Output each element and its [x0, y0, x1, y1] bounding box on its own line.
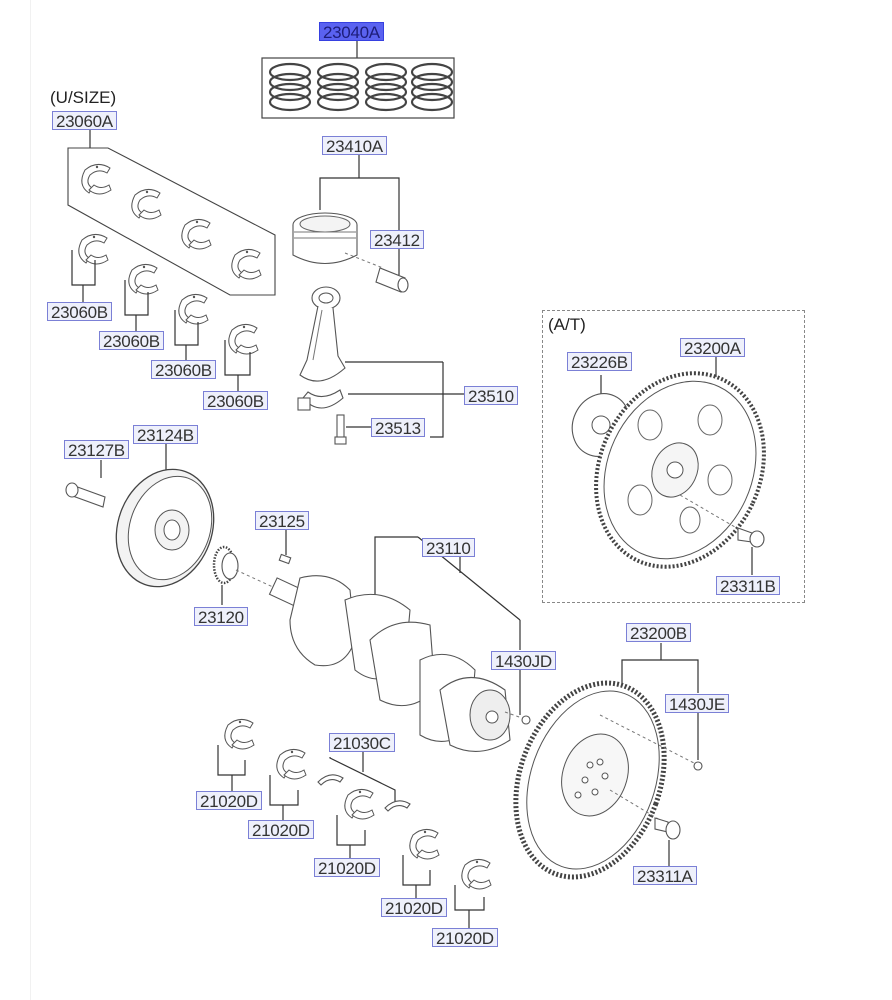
part-label-bearing-set-usize[interactable]: 23060A: [52, 111, 117, 131]
part-label-rod-bolt[interactable]: 23513: [371, 418, 425, 438]
part-label-bearing-b2[interactable]: 23060B: [99, 331, 164, 351]
part-label-crank-key[interactable]: 23125: [255, 511, 309, 531]
part-label-bearing-b3[interactable]: 23060B: [151, 360, 216, 380]
part-label-damper-pulley[interactable]: 23124B: [133, 425, 198, 445]
bearing-shell: [276, 749, 307, 780]
part-label-drive-plate-at[interactable]: 23200A: [680, 338, 745, 358]
part-label-thrust-bearing[interactable]: 21030C: [329, 733, 395, 753]
bearing-shell: [461, 859, 492, 890]
part-label-main-bearing-d4[interactable]: 21020D: [381, 898, 447, 918]
page-margin-line: [30, 0, 31, 1000]
piston-ring: [364, 62, 408, 112]
piston-ring: [410, 62, 454, 112]
damper-pulley: [65, 444, 215, 588]
connecting-rod: [297, 286, 464, 445]
main-bearing-leaders: [217, 745, 485, 928]
part-label-main-bearing-d1[interactable]: 21020D: [196, 791, 262, 811]
piston-assembly: [292, 155, 409, 293]
part-label-drive-plate-bolt[interactable]: 23311B: [716, 576, 780, 596]
part-label-pulley-bolt[interactable]: 23127B: [64, 440, 129, 460]
bearing-shell: [231, 249, 262, 280]
crankshaft: [268, 536, 531, 752]
part-label-connecting-rod[interactable]: 23510: [464, 386, 518, 406]
bearing-shell: [81, 164, 112, 195]
auto-transmission-group: [542, 310, 805, 603]
part-label-dowel-pin-je[interactable]: 1430JE: [665, 694, 729, 714]
part-label-main-bearing-d5[interactable]: 21020D: [432, 928, 498, 948]
part-label-main-bearing-d3[interactable]: 21020D: [314, 858, 380, 878]
bearing-shell: [178, 294, 209, 325]
bearing-shell: [181, 219, 212, 250]
bearing-shell: [224, 719, 255, 750]
bearing-shell: [409, 829, 440, 860]
crank-key-sprocket: [212, 530, 292, 605]
part-label-flywheel-bolt[interactable]: 23311A: [633, 866, 697, 886]
part-label-crankshaft[interactable]: 23110: [422, 538, 475, 558]
part-label-main-bearing-d2[interactable]: 21020D: [248, 820, 314, 840]
piston-ring: [316, 62, 360, 112]
part-label-drive-plate-spacer[interactable]: 23226B: [567, 352, 632, 372]
bearing-leaders: [71, 250, 251, 392]
undersize-note: (U/SIZE): [50, 88, 117, 107]
bearing-shell: [78, 234, 109, 265]
piston-ring-set: [261, 40, 455, 119]
part-label-piston-ring-set[interactable]: 23040A: [319, 22, 384, 42]
flywheel: [513, 643, 703, 880]
piston-ring: [268, 62, 312, 112]
undersize-bearing-set: [67, 130, 276, 296]
drive-plate-at: [571, 357, 766, 575]
auto-trans-note: (A/T): [548, 315, 586, 334]
bearing-shell: [228, 324, 259, 355]
part-label-bearing-b4[interactable]: 23060B: [203, 391, 268, 411]
part-label-piston-pin[interactable]: 23412: [370, 230, 424, 250]
part-label-flywheel[interactable]: 23200B: [626, 623, 691, 643]
part-label-piston-assy[interactable]: 23410A: [322, 136, 387, 156]
bearing-shell: [128, 264, 159, 295]
part-label-sprocket[interactable]: 23120: [194, 607, 248, 627]
bearing-shell: [344, 789, 375, 820]
part-label-dowel-pin-jd[interactable]: 1430JD: [491, 651, 556, 671]
part-label-bearing-b1[interactable]: 23060B: [47, 302, 112, 322]
bearing-shell: [131, 189, 162, 220]
